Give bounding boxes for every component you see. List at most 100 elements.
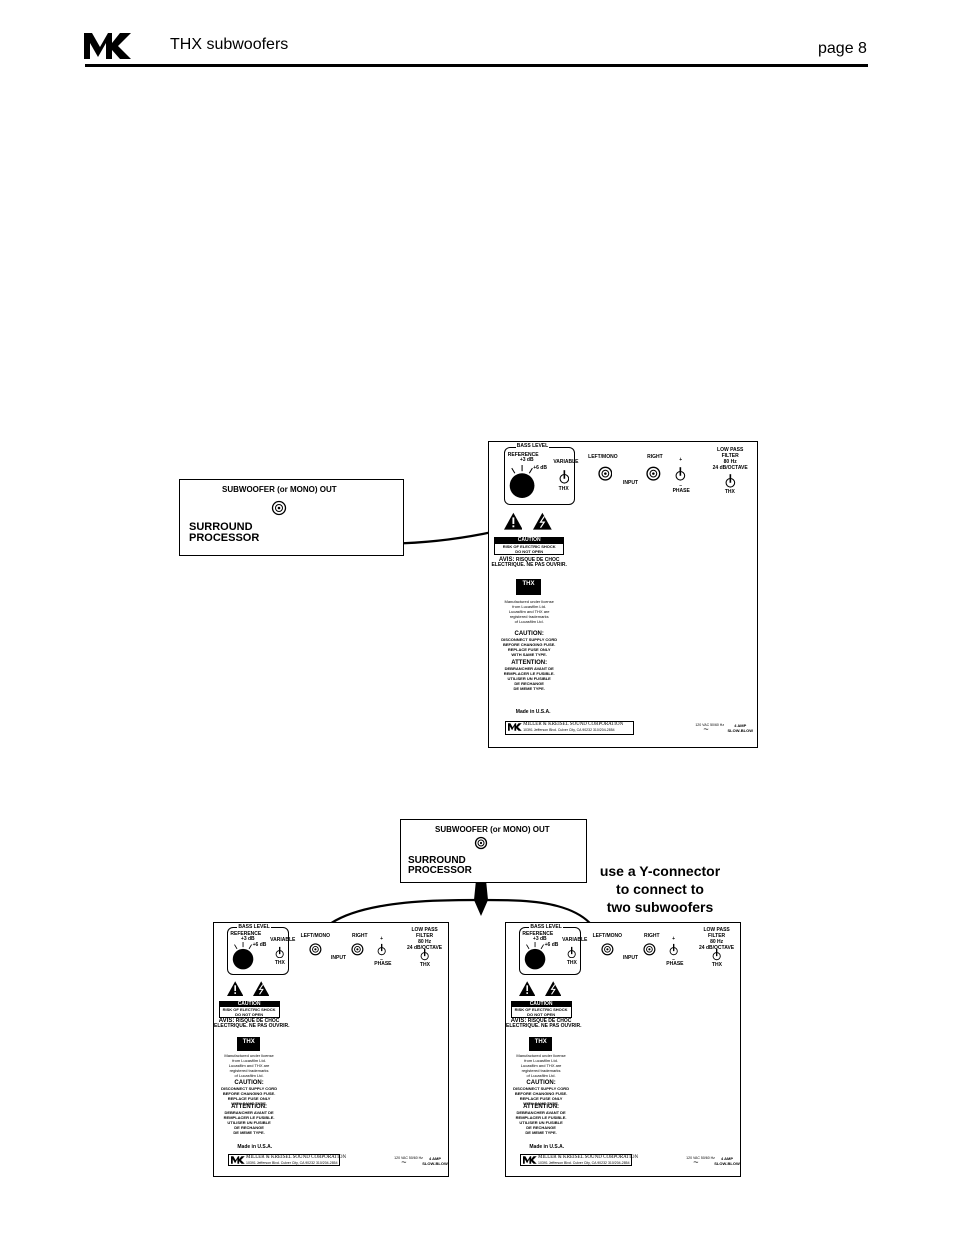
- right-input-jack[interactable]: [351, 943, 364, 956]
- corp-address: 10391 Jefferson Blvd. Culver City, CA 90…: [538, 1161, 630, 1166]
- avis-line1: RISQUE DE CHOC: [235, 1018, 280, 1025]
- attention-line4: DE RECHANGE: [514, 681, 544, 687]
- low-pass-thx-toggle[interactable]: [725, 473, 736, 488]
- attention-block: ATTENTION: DEBRANCHER AVANT DE REMPLACER…: [494, 660, 564, 691]
- left-mono-label: LEFT/MONO: [588, 454, 618, 461]
- attention-line5: DE MEME TYPE.: [233, 1129, 265, 1135]
- shock-hazard-icon: [533, 512, 552, 530]
- avis-line1: RISQUE DE CHOC: [515, 556, 560, 563]
- made-in-label: Made in U.S.A.: [529, 1144, 565, 1151]
- variable-thx-toggle[interactable]: [567, 946, 576, 959]
- license-line1: Manufactured under license: [516, 1053, 566, 1059]
- variable-label: VARIABLE: [270, 936, 296, 943]
- caution2-line1: DISCONNECT SUPPLY CORD: [513, 1085, 570, 1091]
- corp-plate: MILLER & KREISEL SOUND CORPORATION 10391…: [505, 721, 634, 735]
- caution-banner: CAUTION: [510, 1001, 572, 1007]
- attention-line3: UTILISER UN FUSIBLE: [519, 1119, 563, 1125]
- bass-level-knob[interactable]: [521, 941, 549, 971]
- low-pass-thx-toggle[interactable]: [712, 948, 721, 961]
- low-pass-thx-label: THX: [724, 489, 735, 496]
- phase-minus-label: –: [679, 482, 683, 489]
- reference-label: REFERENCE: [507, 452, 539, 459]
- mk-small-logo: [231, 1156, 245, 1165]
- attention-block: ATTENTION: DEBRANCHER AVANT DE REMPLACER…: [219, 1104, 280, 1135]
- low-pass-thx-label: THX: [419, 962, 430, 969]
- license-line1: Manufactured under license: [224, 1053, 274, 1059]
- processor-name-line1: SURROUND: [408, 855, 466, 866]
- phase-label: PHASE: [672, 487, 690, 494]
- right-label: RIGHT: [644, 933, 660, 940]
- fuse-label: 4 AMP SLOW-BLOW: [728, 723, 753, 733]
- avis-line2: ELECTRIQUE. NE PAS OUVRIR.: [491, 561, 567, 568]
- license-line1: Manufactured under license: [504, 599, 554, 605]
- corp-name: MILLER & KREISEL SOUND CORPORATION: [538, 1155, 639, 1161]
- attention-line2: REMPLACER LE FUSIBLE.: [223, 1114, 275, 1120]
- fuse-label: 4 AMP SLOW-BLOW: [714, 1156, 739, 1166]
- variable-label: VARIABLE: [553, 458, 579, 465]
- reference-label: REFERENCE: [522, 931, 554, 938]
- variable-thx-toggle[interactable]: [559, 469, 570, 485]
- caution2-line2: BEFORE CHANGING FUSE.: [222, 1090, 276, 1096]
- page-title: THX subwoofers: [170, 36, 289, 53]
- rca-jack-icon[interactable]: [271, 500, 287, 516]
- surround-processor-bottom: SUBWOOFER (or MONO) OUT SURROUND PROCESS…: [400, 819, 587, 883]
- license-line4: registered trademarks: [509, 614, 549, 620]
- license-line5: of Lucasfilm Ltd.: [514, 619, 544, 625]
- rca-jack-icon[interactable]: [474, 836, 488, 850]
- phase-minus-label: –: [380, 956, 383, 963]
- processor-out-label: SUBWOOFER (or MONO) OUT: [435, 825, 550, 834]
- phase-toggle[interactable]: [377, 943, 386, 956]
- attention-block: ATTENTION: DEBRANCHER AVANT DE REMPLACER…: [511, 1104, 572, 1135]
- corp-name: MILLER & KREISEL SOUND CORPORATION: [523, 722, 624, 728]
- low-pass-line2: FILTER: [721, 452, 739, 459]
- low-pass-line4: 24 dB/OCTAVE: [407, 944, 443, 951]
- processor-name-line2: PROCESSOR: [189, 532, 260, 544]
- license-line3: Lucasfilm and THX are: [508, 609, 550, 615]
- shock-hazard-icon: [544, 981, 561, 997]
- caution-sub: RISK OF ELECTRIC SHOCK DO NOT OPEN: [494, 542, 565, 555]
- avis-title: AVIS:: [498, 556, 515, 563]
- low-pass-line2: FILTER: [416, 932, 434, 939]
- plus6-label: +6 dB: [252, 941, 267, 948]
- bass-level-knob[interactable]: [506, 464, 538, 500]
- thx-label: THX: [566, 959, 577, 966]
- phase-plus-label: +: [380, 935, 384, 942]
- bass-level-label: BASS LEVEL: [529, 924, 563, 930]
- caution-line1: RISK OF ELECTRIC SHOCK: [502, 543, 556, 549]
- license-line3: Lucasfilm and THX are: [228, 1063, 270, 1069]
- caution2-line3: REPLACE FUSE ONLY: [519, 1095, 563, 1101]
- corp-plate: MILLER & KREISEL SOUND CORPORATION 10391…: [520, 1154, 638, 1166]
- y-connector-note: use a Y-connector to connect to two subw…: [590, 862, 730, 916]
- phase-plus-label: +: [672, 935, 676, 942]
- variable-thx-toggle[interactable]: [275, 946, 284, 959]
- left-mono-label: LEFT/MONO: [300, 933, 331, 940]
- caution2-line4: WITH SAME TYPE.: [231, 1100, 267, 1106]
- attention-line1: DEBRANCHER AVANT DE: [504, 666, 554, 672]
- low-pass-thx-toggle[interactable]: [420, 948, 429, 961]
- phase-toggle[interactable]: [669, 943, 678, 956]
- surround-processor-top: SUBWOOFER (or MONO) OUT SURROUND PROCESS…: [179, 479, 404, 556]
- bass-level-knob[interactable]: [229, 941, 257, 971]
- right-input-jack[interactable]: [643, 943, 656, 956]
- left-mono-input-jack[interactable]: [309, 943, 322, 956]
- bass-level-label: BASS LEVEL: [515, 443, 550, 450]
- variable-label: VARIABLE: [562, 936, 588, 943]
- subwoofer-panel-top: BASS LEVEL REFERENCE +3 dB +6 dB VARIABL…: [488, 441, 758, 748]
- low-pass-line1: LOW PASS: [411, 926, 438, 933]
- left-mono-input-jack[interactable]: [597, 466, 613, 482]
- caution2-title: CAUTION:: [526, 1079, 556, 1086]
- caution-banner: CAUTION: [218, 1001, 280, 1007]
- low-pass-line2: FILTER: [708, 932, 726, 939]
- voltage-label: 120 VAC 50/60 Hz: [686, 1155, 715, 1160]
- mk-small-logo: [508, 723, 522, 731]
- attention-title: ATTENTION:: [523, 1103, 560, 1110]
- ac-symbol-icon: ~: [401, 1156, 407, 1167]
- caution2-line2: BEFORE CHANGING FUSE.: [514, 1090, 568, 1096]
- license-line2: from Lucasfilm Ltd.: [524, 1058, 558, 1064]
- right-input-jack[interactable]: [646, 466, 661, 482]
- phase-toggle[interactable]: [675, 466, 686, 481]
- left-mono-input-jack[interactable]: [601, 943, 614, 956]
- caution-line2: DO NOT OPEN: [235, 1012, 264, 1018]
- phase-minus-label: –: [672, 956, 675, 963]
